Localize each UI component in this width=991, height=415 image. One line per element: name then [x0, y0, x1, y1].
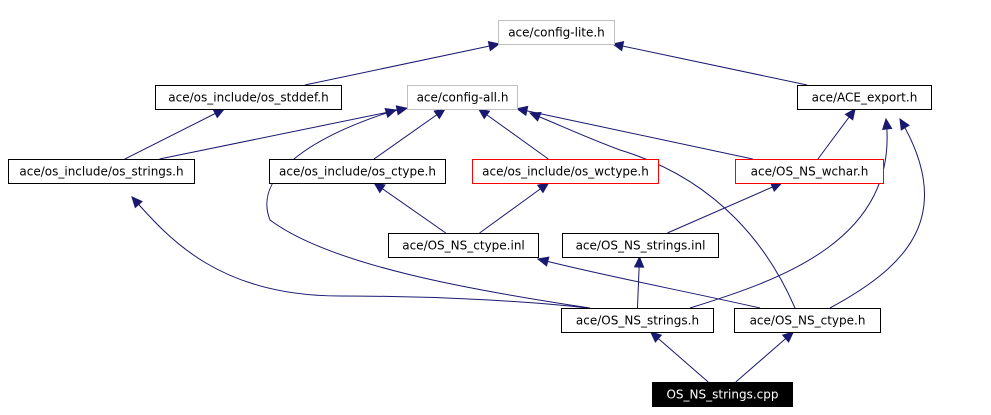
node-label: ace/OS_NS_ctype.inl: [402, 239, 525, 253]
node-label: ace/os_include/os_wctype.h: [482, 165, 649, 179]
edge-os_ns_strings_h-to-os_strings_h: [131, 196, 588, 309]
node-box: [652, 382, 793, 407]
node-label: ace/OS_NS_ctype.h: [750, 314, 866, 328]
edge-os_ctype_h-to-config_all: [373, 108, 446, 160]
edge-os_ns_ctype_inl-to-os_ctype_h-arrow: [373, 182, 386, 194]
node-label: ace/OS_NS_strings.inl: [576, 239, 706, 253]
edge-os_stddef-to-config_lite-arrow: [487, 41, 501, 52]
edge-os_strings_h-to-config_all: [159, 107, 408, 160]
node-label: ace/os_include/os_strings.h: [19, 165, 183, 179]
node-box: [269, 159, 446, 184]
node-box: [735, 159, 884, 184]
edge-ace_export-to-config_lite-arrow: [611, 41, 625, 52]
node-os_ctype_h[interactable]: ace/os_include/os_ctype.h: [269, 159, 446, 184]
edge-os_ns_wchar-to-config_all: [516, 108, 753, 160]
edge-os_wctype_h-to-config_all: [478, 108, 549, 160]
edge-os_wctype_h-to-config_all-arrow: [477, 108, 491, 120]
node-os_wctype_h[interactable]: ace/os_include/os_wctype.h: [472, 159, 659, 184]
node-box: [8, 159, 195, 184]
edge-os_ns_ctype_h-to-os_ns_ctype_inl-arrow: [536, 256, 550, 267]
edge-os_ns_strings_h-to-config_all-arrow: [384, 107, 398, 119]
edge-os_ns_strings_h-to-ace_export-arrow: [881, 117, 893, 131]
node-box: [388, 233, 539, 258]
edge-os_ctype_h-to-config_all-arrow: [433, 108, 446, 120]
edge-os_ns_strings_h-to-os_ns_strings_inl-arrow: [633, 255, 645, 268]
node-label: ace/os_include/os_stddef.h: [168, 91, 328, 105]
node-label: OS_NS_strings.cpp: [666, 388, 778, 402]
edge-os_ns_strings_cpp-to-os_ns_strings_h: [650, 331, 709, 383]
edge-os_ns_ctype_h-to-ace_export-arrow: [899, 117, 910, 131]
edge-os_ns_strings_cpp-to-os_ns_ctype_h: [735, 331, 794, 383]
node-os_stddef[interactable]: ace/os_include/os_stddef.h: [155, 85, 342, 110]
node-os_ns_strings_inl[interactable]: ace/OS_NS_strings.inl: [562, 233, 719, 258]
edge-os_stddef-to-config_lite: [304, 43, 500, 86]
edge-os_ns_strings_inl-to-os_ns_wchar-arrow: [769, 182, 783, 193]
node-box: [734, 308, 881, 333]
edge-os_ns_strings_h-to-ace_export: [689, 118, 888, 309]
node-label: ace/OS_NS_wchar.h: [751, 165, 869, 179]
node-os_ns_ctype_inl[interactable]: ace/OS_NS_ctype.inl: [388, 233, 539, 258]
node-box: [797, 85, 932, 110]
edge-os_ns_ctype_h-to-config_all: [529, 112, 796, 309]
edge-ace_export-to-config_lite: [612, 43, 808, 86]
node-config_all[interactable]: ace/config-all.h: [407, 85, 518, 110]
edge-os_ns_strings_cpp-to-os_ns_strings_h-arrow: [649, 331, 663, 343]
edge-os_ns_strings_cpp-to-os_ns_ctype_h-arrow: [781, 331, 795, 343]
edge-os_ns_ctype_inl-to-os_wctype_h: [479, 182, 549, 234]
edge-os_ns_ctype_h-to-os_ns_ctype_inl: [537, 258, 761, 309]
node-box: [472, 159, 659, 184]
edge-os_ns_ctype_h-to-ace_export: [829, 118, 926, 309]
edge-os_ns_ctype_inl-to-os_wctype_h-arrow: [536, 182, 550, 194]
edge-os_ns_ctype_h-to-config_all-arrow: [528, 112, 542, 122]
node-label: ace/ACE_export.h: [812, 91, 918, 105]
nodes-layer: ace/config-lite.h ace/os_include/os_stdde…: [8, 20, 932, 407]
node-config_lite[interactable]: ace/config-lite.h: [498, 20, 615, 45]
node-os_strings_h[interactable]: ace/os_include/os_strings.h: [8, 159, 195, 184]
edge-os_strings_h-to-os_stddef: [124, 108, 225, 160]
node-os_ns_strings_cpp[interactable]: OS_NS_strings.cpp: [652, 382, 793, 407]
node-label: ace/os_include/os_ctype.h: [279, 165, 436, 179]
node-box: [561, 308, 714, 333]
node-ace_export[interactable]: ace/ACE_export.h: [797, 85, 932, 110]
node-box: [498, 20, 615, 45]
edge-os_strings_h-to-os_stddef-arrow: [212, 108, 226, 119]
node-os_ns_ctype_h[interactable]: ace/OS_NS_ctype.h: [734, 308, 881, 333]
node-label: ace/config-all.h: [417, 91, 509, 105]
edge-os_ns_strings_h-to-config_all: [266, 109, 591, 309]
edge-os_ns_wchar-to-config_all-arrow: [515, 105, 529, 117]
edge-os_ns_strings_h-to-os_strings_h-arrow: [131, 196, 143, 209]
edge-os_strings_h-to-config_all-arrow: [395, 105, 409, 116]
node-os_ns_wchar[interactable]: ace/OS_NS_wchar.h: [735, 159, 884, 184]
edge-os_ns_ctype_inl-to-os_ctype_h: [373, 182, 447, 234]
node-box: [407, 85, 518, 110]
node-box: [562, 233, 719, 258]
node-label: ace/OS_NS_strings.h: [576, 314, 699, 328]
node-os_ns_strings_h[interactable]: ace/OS_NS_strings.h: [561, 308, 714, 333]
node-label: ace/config-lite.h: [508, 26, 605, 40]
edge-os_ns_wchar-to-ace_export-arrow: [844, 108, 856, 121]
node-box: [155, 85, 342, 110]
edges-layer: [124, 41, 926, 383]
